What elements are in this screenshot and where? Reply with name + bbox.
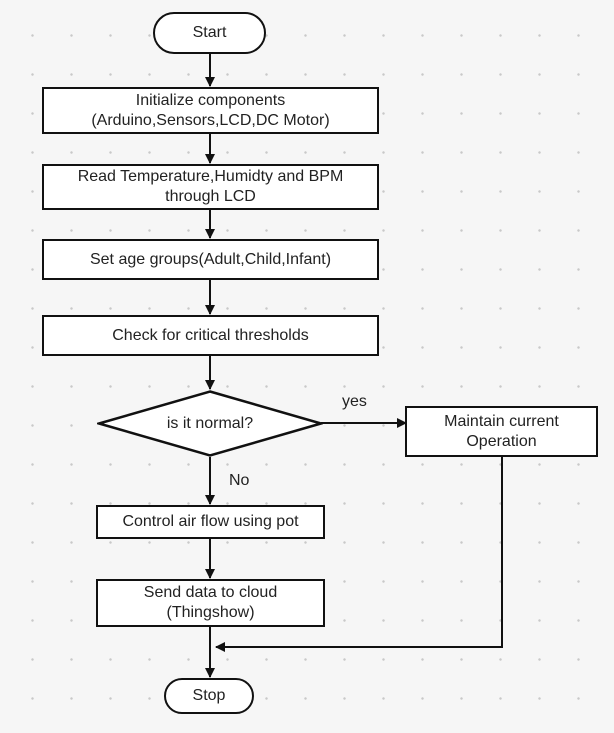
check-thresholds-step: Check for critical thresholds bbox=[42, 315, 379, 356]
maintain-operation-step: Maintain current Operation bbox=[405, 406, 598, 457]
start-terminal: Start bbox=[153, 12, 266, 54]
yes-edge-label: yes bbox=[342, 393, 367, 410]
set-age-groups-step: Set age groups(Adult,Child,Infant) bbox=[42, 239, 379, 280]
decision-diamond-shape bbox=[97, 390, 323, 457]
decision-label: is it normal? bbox=[166, 414, 254, 432]
stop-terminal: Stop bbox=[164, 678, 254, 714]
send-to-cloud-step: Send data to cloud (Thingshow) bbox=[96, 579, 325, 627]
arrow-maintain-to-stop bbox=[215, 457, 503, 652]
control-air-flow-step: Control air flow using pot bbox=[96, 505, 325, 539]
no-edge-label: No bbox=[229, 472, 250, 489]
initialize-components-step: Initialize components (Arduino,Sensors,L… bbox=[42, 87, 379, 134]
is-normal-decision: is it normal? bbox=[97, 390, 323, 457]
read-sensors-step: Read Temperature,Humidty and BPM through… bbox=[42, 164, 379, 210]
